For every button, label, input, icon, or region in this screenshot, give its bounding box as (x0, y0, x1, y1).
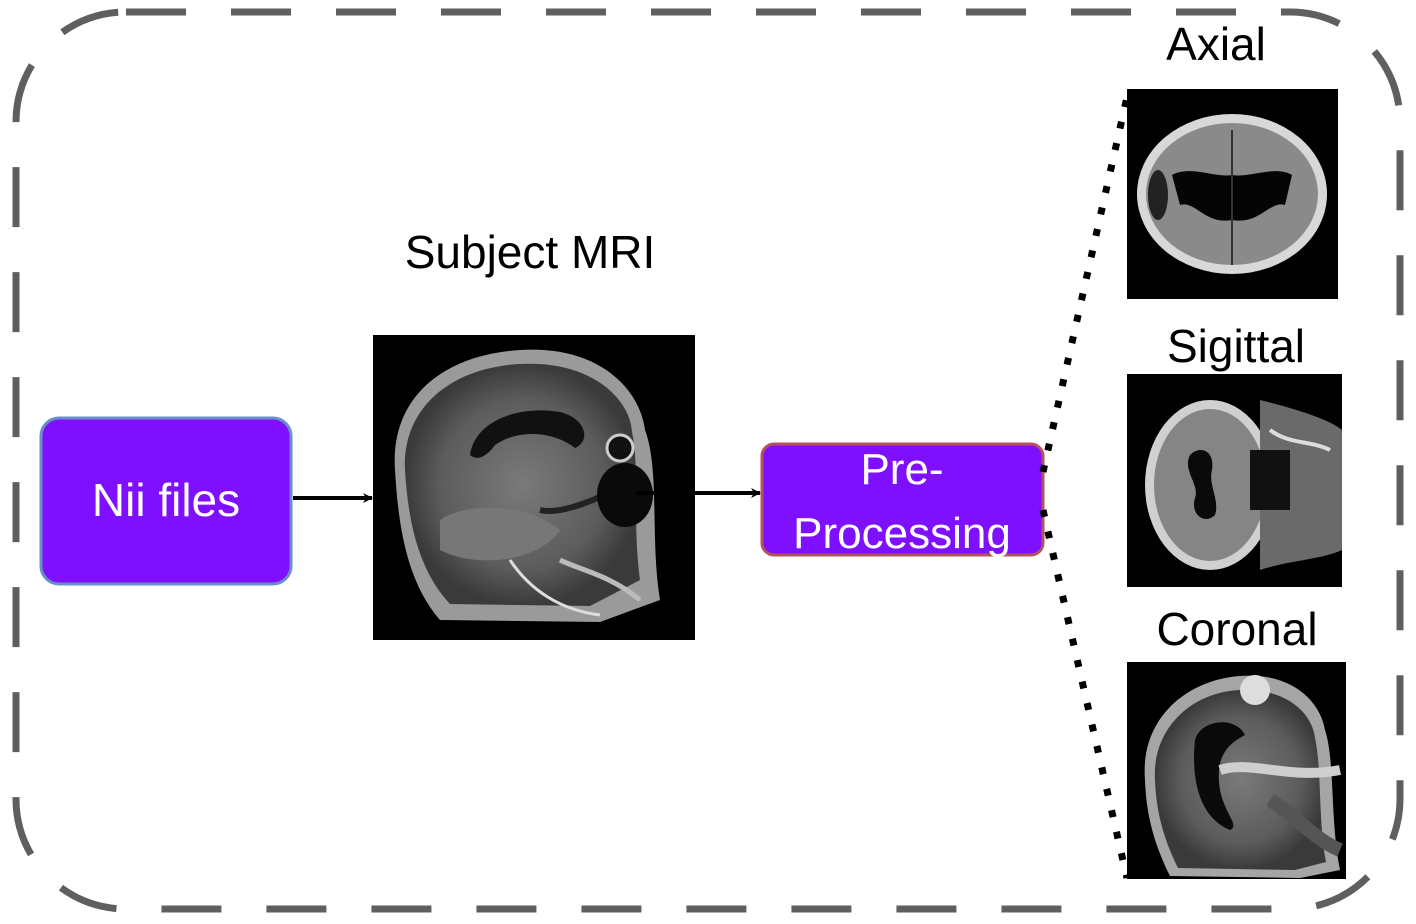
coronal-label: Coronal (1156, 603, 1317, 655)
dotted-connector-top (1039, 96, 1131, 473)
outer-dashed-frame (12, 8, 1404, 913)
subject-mri-image (373, 335, 695, 640)
coronal-mri-image (1127, 662, 1346, 879)
sagittal-label: Sigittal (1167, 320, 1305, 372)
preprocessing-label-line2: Processing (793, 509, 1011, 558)
preprocessing-box: Pre- Processing (760, 442, 1045, 558)
nii-files-box: Nii files (39, 416, 293, 586)
subject-mri-label: Subject MRI (405, 226, 656, 278)
axial-mri-image (1127, 89, 1338, 299)
preprocessing-label-line1: Pre- (860, 445, 943, 494)
sagittal-mri-image (1127, 374, 1342, 587)
axial-label: Axial (1166, 18, 1266, 70)
nii-files-label: Nii files (92, 474, 240, 526)
dotted-connector-bottom (1039, 509, 1131, 879)
